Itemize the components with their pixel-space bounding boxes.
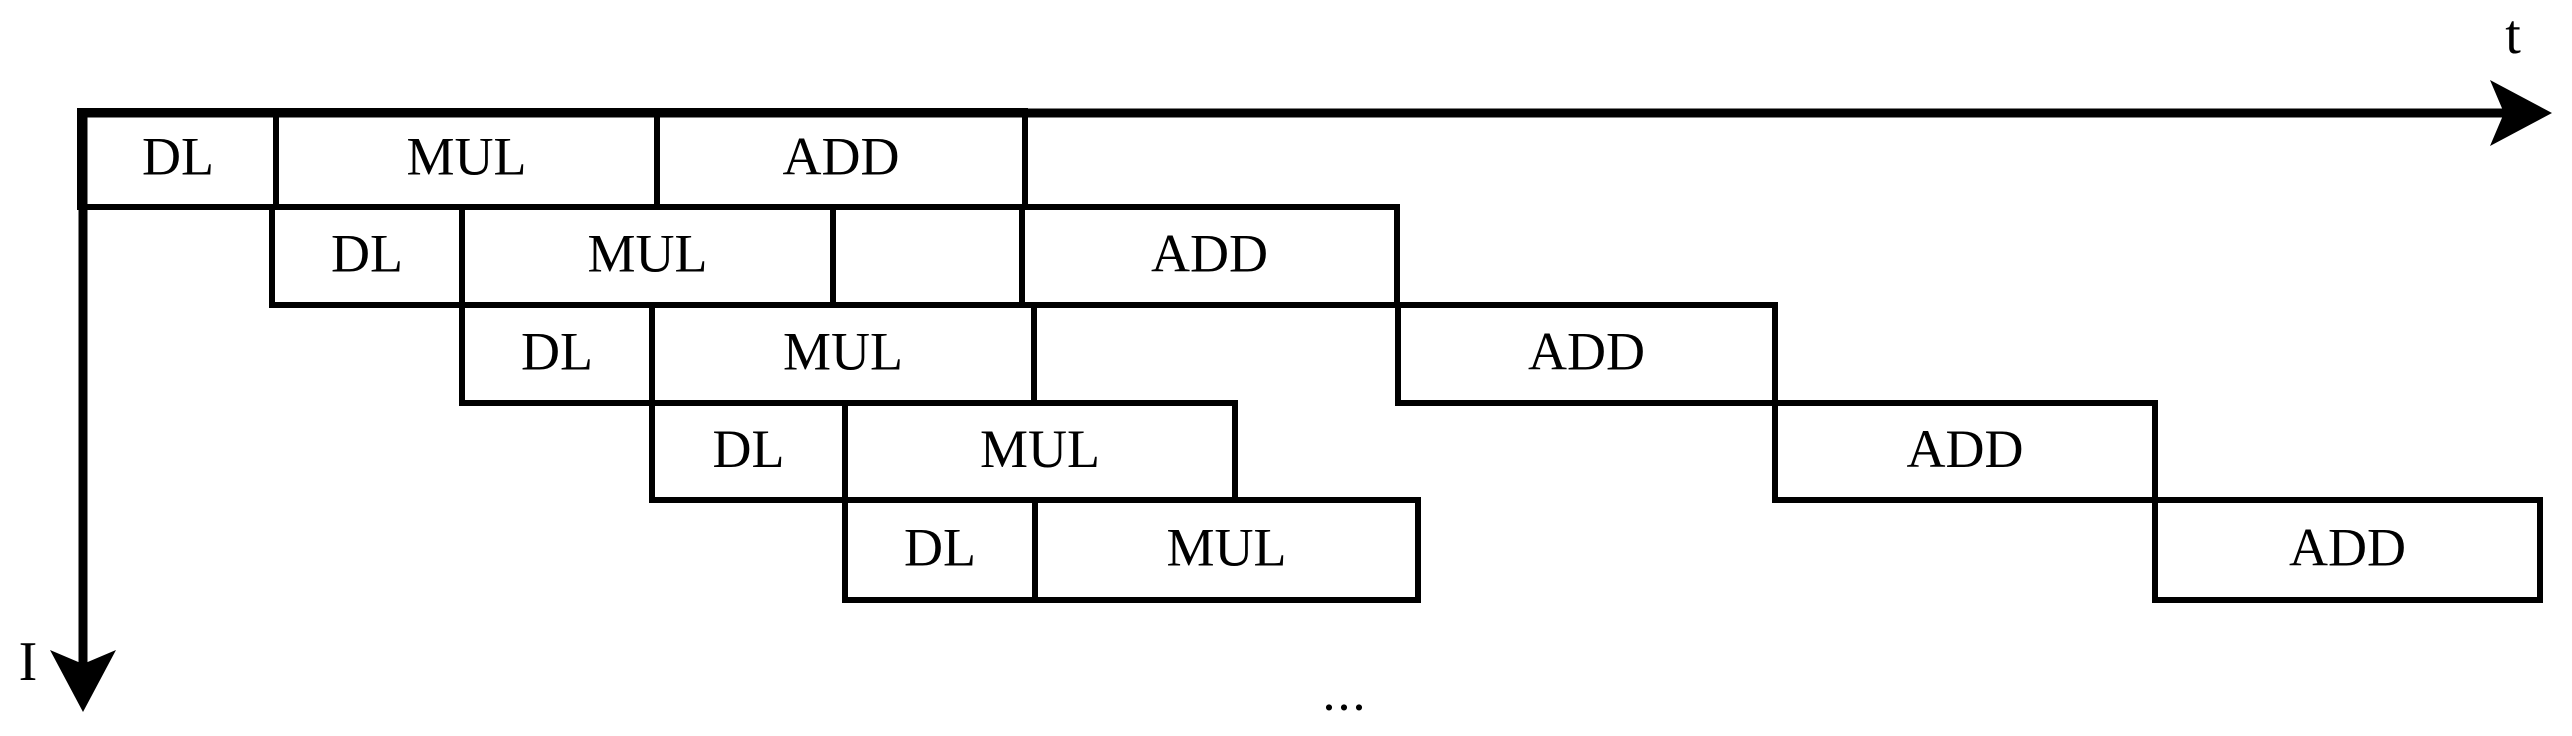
pipeline-cell-dl [459, 302, 655, 406]
pipeline-cell-mul [1032, 497, 1421, 603]
pipeline-cell-dl [842, 497, 1038, 603]
pipeline-cell-label: ADD [2289, 517, 2406, 577]
pipeline-cell-label: MUL [980, 419, 1100, 479]
pipeline-cell-add [1772, 400, 2158, 503]
pipeline-cell-label: ADD [1907, 419, 2024, 479]
pipeline-cell-label: DL [713, 419, 785, 479]
pipeline-cell-label: MUL [1167, 517, 1287, 577]
pipeline-cell-mul [842, 400, 1238, 503]
pipeline-row: DL MUL ADD [842, 497, 2543, 603]
pipeline-cell-add [1019, 204, 1400, 308]
pipeline-cell-label: MUL [783, 321, 903, 381]
time-axis-label: t [2505, 4, 2521, 66]
instruction-axis-arrowhead [50, 650, 116, 712]
pipeline-row: DL MUL ADD [77, 108, 1028, 210]
pipeline-cell-add [2152, 497, 2543, 603]
axes-layer: t I [19, 4, 2552, 712]
pipeline-cell-label: ADD [783, 126, 900, 186]
pipeline-row: DL MUL ADD [649, 400, 2158, 503]
pipeline-cell-mul [649, 302, 1037, 406]
pipeline-cell-label: DL [904, 517, 976, 577]
pipeline-cell-label: MUL [407, 126, 527, 186]
pipeline-cell-label: DL [142, 126, 214, 186]
pipeline-row: DL MUL ADD [459, 302, 1778, 406]
pipeline-cell-add [1395, 302, 1778, 406]
pipeline-cell-label: MUL [588, 223, 708, 283]
pipeline-row: DL MUL ADD [269, 204, 1400, 308]
pipeline-cell-label: DL [331, 223, 403, 283]
time-axis-arrowhead [2490, 80, 2552, 146]
pipeline-cell-dl [649, 400, 848, 503]
continuation-ellipsis: ... [1323, 665, 1368, 722]
pipeline-cell-label: ADD [1528, 321, 1645, 381]
instruction-axis-label: I [19, 631, 38, 693]
pipeline-cell-label: ADD [1151, 223, 1268, 283]
pipeline-cell-label: DL [521, 321, 593, 381]
pipeline-cell-empty [830, 204, 1025, 308]
